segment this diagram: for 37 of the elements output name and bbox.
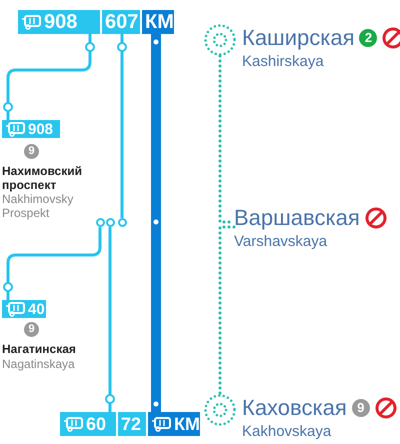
route-number: 908 <box>28 120 54 138</box>
route-line <box>117 34 127 218</box>
route-badge <box>2 120 60 138</box>
station-name: Каховская <box>242 394 347 422</box>
route-number: КМ <box>174 414 200 434</box>
station-name: Варшавская <box>234 204 360 232</box>
route-badge <box>148 412 200 436</box>
station-name-latin: Nagatinskaya <box>2 357 76 371</box>
route-number: 60 <box>86 414 106 434</box>
route-line <box>105 227 115 412</box>
stop-circle <box>118 218 126 227</box>
line-number-badge: 9 <box>24 144 39 159</box>
route-number: 40 <box>28 300 45 318</box>
route-number: 607 <box>105 10 138 34</box>
line-number-badge: 9 <box>24 322 39 337</box>
route-number: КМ <box>145 10 174 34</box>
line-number-badge: 9 <box>352 399 370 417</box>
station-name-latin: Nakhimovsky Prospekt <box>2 192 74 220</box>
station-name-latin: Varshavskaya <box>234 233 328 250</box>
route-number: 908 <box>44 10 78 34</box>
route-line <box>3 227 102 300</box>
station-name: Каширская <box>242 24 354 52</box>
route-badge <box>118 412 146 436</box>
route-badge <box>60 412 116 436</box>
stop-circle <box>106 218 114 227</box>
route-number: 72 <box>121 414 142 434</box>
stop-circle <box>96 218 104 227</box>
route-line <box>151 34 161 412</box>
station-name-latin: Kashirskaya <box>242 53 325 70</box>
station-name-latin: Kakhovskaya <box>242 423 332 440</box>
station-name: Нахимовский проспект <box>2 164 83 192</box>
route-badge <box>18 10 100 34</box>
dotted-line <box>218 226 236 396</box>
station-name: Нагатинская <box>2 342 77 356</box>
route-line <box>3 34 95 120</box>
line-number-badge: 2 <box>359 29 378 47</box>
route-badge <box>2 300 46 318</box>
